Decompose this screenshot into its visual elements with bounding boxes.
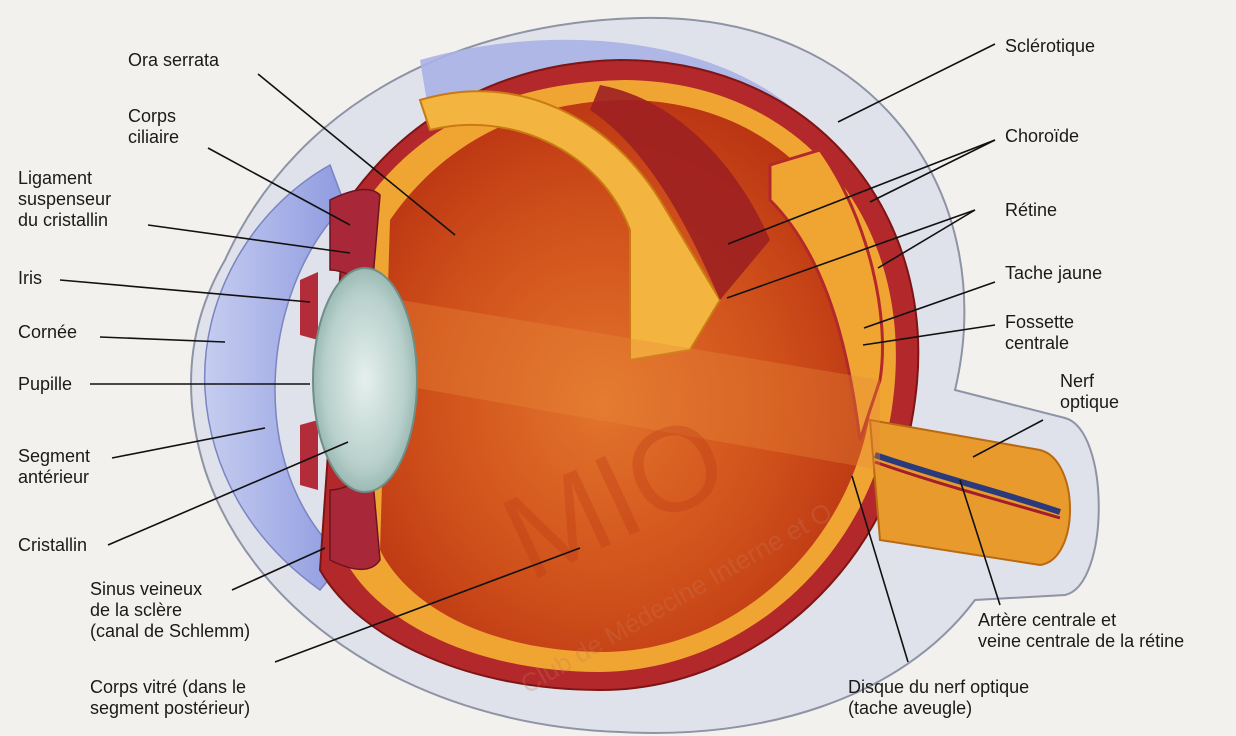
label-choroide: Choroïde bbox=[1005, 126, 1079, 147]
label-iris: Iris bbox=[18, 268, 42, 289]
label-ora-serrata: Ora serrata bbox=[128, 50, 219, 71]
label-sclerotique: Sclérotique bbox=[1005, 36, 1095, 57]
lens bbox=[313, 268, 417, 492]
label-cristallin: Cristallin bbox=[18, 535, 87, 556]
label-tache-jaune: Tache jaune bbox=[1005, 263, 1102, 284]
label-retine: Rétine bbox=[1005, 200, 1057, 221]
label-disque: Disque du nerf optique(tache aveugle) bbox=[848, 677, 1029, 719]
label-cornee: Cornée bbox=[18, 322, 77, 343]
label-pupille: Pupille bbox=[18, 374, 72, 395]
